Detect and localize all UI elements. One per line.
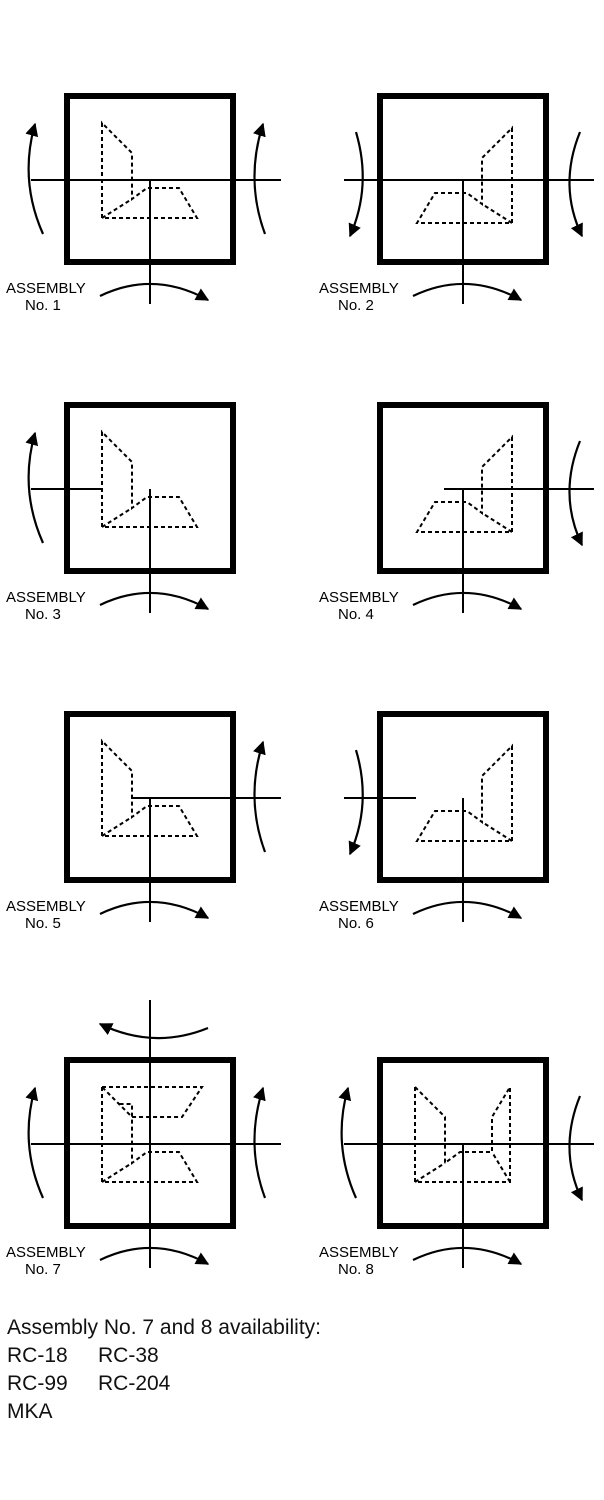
rotation-arrow-left (348, 131, 364, 238)
model-mka: MKA (7, 1400, 53, 1423)
assembly-label-number: No. 1 (25, 297, 61, 314)
rotation-arrow-left (25, 1086, 45, 1199)
rotation-arrow-right (253, 740, 267, 853)
gear-outline (101, 429, 199, 528)
rotation-arrow-right (568, 440, 583, 547)
assembly-label-line1: ASSEMBLY (6, 280, 86, 297)
rotation-arrow-right (568, 131, 583, 238)
assembly-label-number: No. 5 (25, 915, 61, 932)
gear-outline (415, 434, 513, 533)
assembly-label-number: No. 6 (338, 915, 374, 932)
assembly-label-number: No. 8 (338, 1261, 374, 1278)
model-rc-204: RC-204 (98, 1372, 171, 1395)
rotation-arrow-left (348, 749, 364, 856)
rotation-arrow-left (25, 431, 45, 544)
assembly-label-number: No. 3 (25, 606, 61, 623)
model-rc-38: RC-38 (98, 1344, 159, 1367)
model-rc-18: RC-18 (7, 1344, 68, 1367)
assembly-label-line1: ASSEMBLY (319, 589, 399, 606)
gear-outline (101, 120, 199, 219)
rotation-arrow-bottom (99, 1246, 210, 1265)
assembly-label-line1: ASSEMBLY (319, 898, 399, 915)
assembly-label-number: No. 2 (338, 297, 374, 314)
assembly-label-line1: ASSEMBLY (6, 898, 86, 915)
rotation-arrow-top (98, 1023, 209, 1040)
rotation-arrow-bottom (99, 282, 210, 301)
assembly-label-number: No. 7 (25, 1261, 61, 1278)
gear-outline (101, 1086, 204, 1183)
rotation-arrow-bottom (412, 900, 523, 919)
rotation-arrow-bottom (412, 282, 523, 301)
gear-outline (101, 738, 199, 837)
rotation-arrow-right (568, 1095, 583, 1202)
assembly-label-line1: ASSEMBLY (6, 589, 86, 606)
rotation-arrow-left (25, 122, 45, 235)
rotation-arrow-right (253, 122, 267, 235)
rotation-arrow-bottom (412, 1246, 523, 1265)
rotation-arrow-bottom (99, 900, 210, 919)
model-rc-99: RC-99 (7, 1372, 68, 1395)
assembly-label-line1: ASSEMBLY (319, 1244, 399, 1261)
availability-notes: Assembly No. 7 and 8 availability: RC-18… (7, 1314, 321, 1426)
rotation-arrow-left (338, 1086, 358, 1199)
rotation-arrow-right (253, 1086, 267, 1199)
gear-outline (415, 125, 513, 224)
gear-outline (415, 743, 513, 842)
rotation-arrow-bottom (99, 591, 210, 610)
assembly-label-number: No. 4 (338, 606, 374, 623)
assembly-label-line1: ASSEMBLY (319, 280, 399, 297)
rotation-arrow-bottom (412, 591, 523, 610)
assembly-label-line1: ASSEMBLY (6, 1244, 86, 1261)
availability-heading: Assembly No. 7 and 8 availability: (7, 1316, 321, 1339)
